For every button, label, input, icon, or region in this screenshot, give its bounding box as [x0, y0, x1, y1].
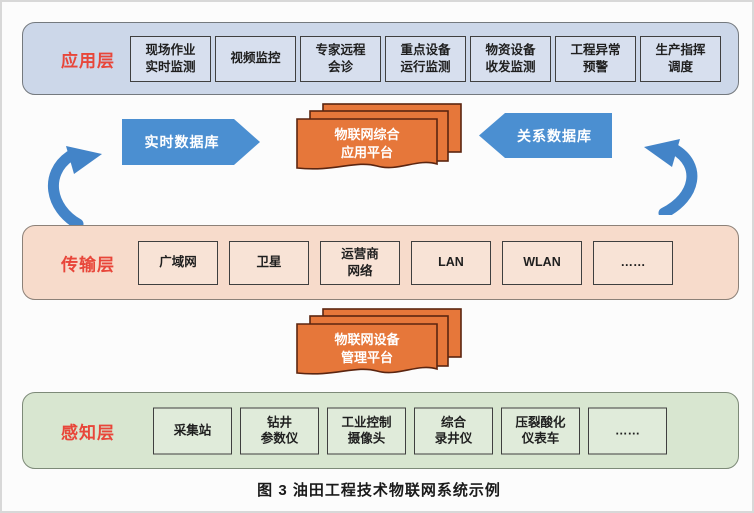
- app-box-field-monitoring: 现场作业 实时监测: [130, 35, 211, 82]
- percep-box-industrial-camera: 工业控制 摄像头: [327, 407, 406, 454]
- perception-layer-boxes: 采集站 钻井 参数仪 工业控制 摄像头 综合 录井仪 压裂酸化 仪表车 ……: [153, 407, 667, 454]
- trans-box-wan: 广域网: [138, 240, 218, 285]
- iot-device-platform: 物联网设备 管理平台: [295, 307, 465, 385]
- transmission-layer-boxes: 广域网 卫星 运营商 网络 LAN WLAN ……: [138, 240, 673, 285]
- perception-layer-label: 感知层: [61, 423, 115, 442]
- app-box-key-equipment-monitoring: 重点设备 运行监测: [385, 35, 466, 82]
- app-box-video-surveillance: 视频监控: [215, 35, 296, 82]
- trans-box-lan: LAN: [411, 240, 491, 285]
- app-box-production-dispatch: 生产指挥 调度: [640, 35, 721, 82]
- trans-box-wlan: WLAN: [502, 240, 582, 285]
- iot-application-platform-label: 物联网综合 应用平台: [334, 127, 400, 160]
- app-box-expert-remote-consult: 专家远程 会诊: [300, 35, 381, 82]
- transmission-layer-band: 传输层 广域网 卫星 运营商 网络 LAN WLAN ……: [22, 225, 739, 300]
- app-box-engineering-alert: 工程异常 预警: [555, 35, 636, 82]
- percep-box-collection-station: 采集站: [153, 407, 232, 454]
- percep-box-mud-logging-unit: 综合 录井仪: [414, 407, 493, 454]
- trans-box-ellipsis: ……: [593, 240, 673, 285]
- relational-database-arrow: 关系数据库: [479, 113, 612, 158]
- application-layer-boxes: 现场作业 实时监测 视频监控 专家远程 会诊 重点设备 运行监测 物资设备 收发…: [130, 35, 721, 82]
- percep-box-ellipsis: ……: [588, 407, 667, 454]
- iot-application-platform: 物联网综合 应用平台: [295, 102, 465, 180]
- stacked-plates-icon: [296, 103, 462, 170]
- figure-caption: 图 3 油田工程技术物联网系统示例: [257, 482, 501, 499]
- percep-box-fracturing-instrument-truck: 压裂酸化 仪表车: [501, 407, 580, 454]
- trans-box-carrier-network: 运营商 网络: [320, 240, 400, 285]
- trans-box-satellite: 卫星: [229, 240, 309, 285]
- percep-box-drilling-parameter-meter: 钻井 参数仪: [240, 407, 319, 454]
- application-layer-band: 应用层 现场作业 实时监测 视频监控 专家远程 会诊 重点设备 运行监测 物资设…: [22, 22, 739, 95]
- application-layer-label: 应用层: [61, 51, 115, 70]
- iot-device-platform-label: 物联网设备 管理平台: [334, 332, 400, 365]
- realtime-database-arrow: 实时数据库: [122, 119, 260, 165]
- curved-arrow-left-icon: [48, 146, 102, 226]
- perception-layer-band: 感知层 采集站 钻井 参数仪 工业控制 摄像头 综合 录井仪 压裂酸化 仪表车 …: [22, 392, 739, 469]
- curved-arrow-right-icon: [644, 139, 698, 215]
- transmission-layer-label: 传输层: [61, 255, 115, 274]
- app-box-material-dispatch-monitoring: 物资设备 收发监测: [470, 35, 551, 82]
- stacked-plates-icon: [296, 308, 462, 375]
